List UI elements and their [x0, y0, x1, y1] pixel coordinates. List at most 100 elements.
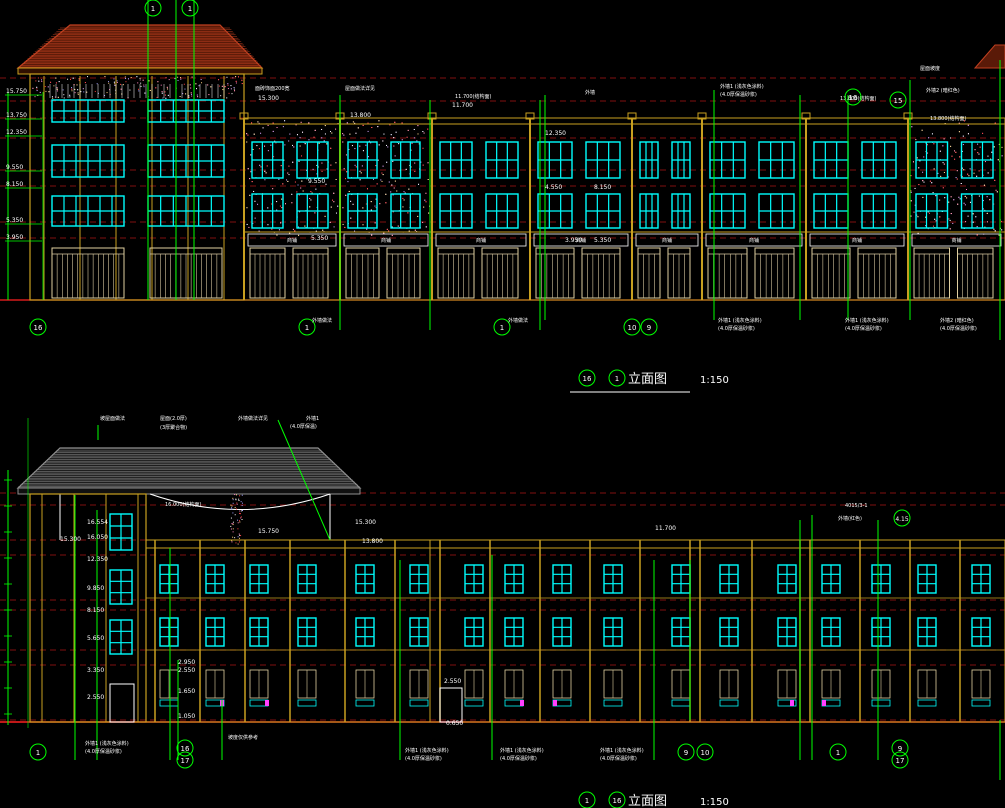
speckle-dot: [230, 85, 232, 87]
lower-vent-11: [719, 699, 739, 707]
upper-axis-bubble-8: [844, 88, 862, 106]
speckle-dot: [982, 200, 984, 202]
speckle-dot: [943, 138, 945, 140]
speckle-dot: [976, 175, 978, 177]
speckle-dot: [377, 159, 379, 161]
lower-axis-bubble-4: [696, 743, 714, 761]
speckle-dot: [256, 145, 258, 147]
speckle-dot: [200, 79, 202, 81]
speckle-dot: [383, 133, 385, 135]
upper-axis-bubble-1: [298, 318, 316, 336]
speckle-dot: [401, 122, 403, 124]
speckle-dot: [397, 225, 399, 227]
speckle-dot: [359, 179, 361, 181]
speckle-dot: [84, 82, 86, 84]
upper-bay-0-shop-a: [249, 247, 286, 299]
speckle-dot: [386, 161, 388, 163]
speckle-dot: [372, 178, 374, 180]
speckle-dot: [127, 78, 129, 80]
speckle-dot: [982, 208, 984, 210]
speckle-dot: [226, 76, 228, 78]
upper-column-cap-5: [697, 112, 707, 120]
speckle-dot: [311, 192, 313, 194]
speckle-dot: [949, 219, 951, 221]
speckle-dot: [56, 88, 58, 90]
speckle-dot: [929, 180, 931, 182]
speckle-dot: [1001, 146, 1003, 148]
lower-vent-15: [917, 699, 937, 707]
speckle-dot: [241, 494, 243, 496]
speckle-dot: [381, 180, 383, 182]
speckle-dot: [257, 121, 259, 123]
speckle-dot: [161, 92, 163, 94]
speckle-dot: [270, 144, 272, 146]
speckle-dot: [264, 145, 266, 147]
speckle-dot: [352, 203, 354, 205]
upper-note-1: 屋面做法详见: [345, 85, 375, 92]
speckle-dot: [77, 89, 79, 91]
speckle-dot: [86, 91, 88, 93]
lower-level-label-14: 0.650: [446, 720, 463, 727]
upper-bay-3-shop-a: [535, 247, 575, 299]
speckle-dot: [987, 155, 989, 157]
speckle-dot: [78, 78, 80, 80]
speckle-dot: [380, 179, 382, 181]
speckle-dot: [350, 200, 352, 202]
speckle-dot: [184, 88, 186, 90]
upper-bay-1-sign: [343, 233, 429, 247]
lower-magenta-mark-3: [553, 700, 557, 706]
speckle-dot: [392, 194, 394, 196]
speckle-dot: [38, 80, 40, 82]
speckle-dot: [167, 94, 169, 96]
lower-level-label-10: 2.550: [178, 667, 195, 674]
speckle-dot: [232, 524, 234, 526]
lower-axis-bubble-3-label: 9: [684, 749, 688, 757]
speckle-dot: [190, 93, 192, 95]
speckle-dot: [254, 217, 256, 219]
speckle-dot: [375, 198, 377, 200]
speckle-dot: [377, 126, 379, 128]
speckle-dot: [104, 76, 106, 78]
upper-bay-0-sign: [247, 233, 337, 247]
speckle-dot: [254, 200, 256, 202]
speckle-dot: [227, 88, 229, 90]
speckle-dot: [287, 180, 289, 182]
speckle-dot: [394, 121, 396, 123]
speckle-dot: [375, 207, 377, 209]
speckle-dot: [47, 86, 49, 88]
upper-note-0: 面砖饰面200宽: [255, 85, 290, 92]
lower-level-label-4: 9.850: [87, 585, 104, 592]
speckle-dot: [392, 211, 394, 213]
speckle-dot: [267, 124, 269, 126]
speckle-dot: [342, 223, 344, 225]
speckle-dot: [235, 499, 237, 501]
upper-note-3: 外墙: [585, 89, 595, 96]
speckle-dot: [982, 132, 984, 134]
speckle-dot: [83, 91, 85, 93]
lower-level-label-16: 15.300: [355, 519, 376, 526]
speckle-dot: [143, 84, 145, 86]
speckle-dot: [910, 191, 912, 193]
speckle-dot: [272, 130, 274, 132]
lower-vent-16: [971, 699, 991, 707]
speckle-dot: [425, 201, 427, 203]
speckle-dot: [238, 541, 240, 543]
speckle-dot: [917, 216, 919, 218]
speckle-dot: [405, 168, 407, 170]
lower-axis-bubble-1-label: 16: [181, 745, 190, 753]
speckle-dot: [63, 94, 65, 96]
speckle-dot: [413, 137, 415, 139]
speckle-dot: [993, 228, 995, 230]
speckle-dot: [227, 84, 229, 86]
lower-note-17: 4015/3-1: [845, 503, 868, 509]
speckle-dot: [236, 503, 238, 505]
speckle-dot: [288, 140, 290, 142]
speckle-dot: [251, 122, 253, 124]
speckle-dot: [391, 226, 393, 228]
speckle-dot: [324, 125, 326, 127]
speckle-dot: [420, 161, 422, 163]
speckle-dot: [997, 159, 999, 161]
speckle-dot: [360, 172, 362, 174]
speckle-dot: [911, 126, 913, 128]
